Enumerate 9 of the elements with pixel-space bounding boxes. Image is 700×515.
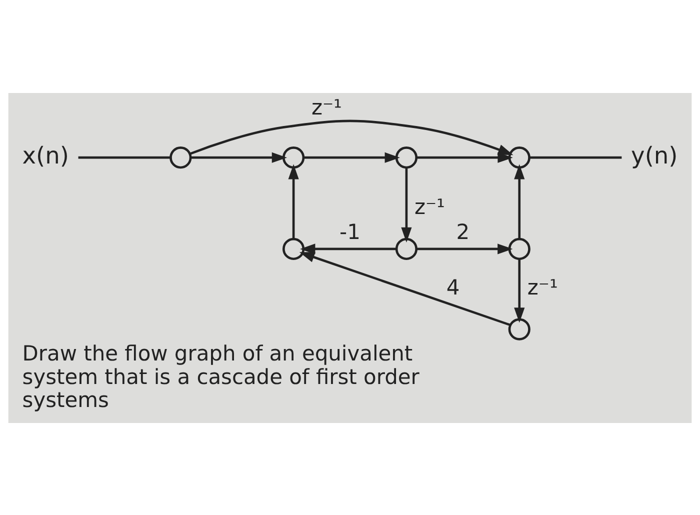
edge-label: z⁻¹ — [527, 274, 558, 299]
edge-label: z⁻¹ — [312, 94, 342, 119]
node-text: x(n) — [22, 142, 69, 169]
node-text: y(n) — [631, 142, 678, 169]
caption: Draw the flow graph of an equivalent system that is a cascade of first order systems — [22, 341, 420, 412]
edge-label: z⁻¹ — [414, 194, 445, 218]
edge-label: -1 — [340, 219, 360, 244]
edge-label: 4 — [446, 274, 460, 299]
edge-label: 2 — [456, 219, 470, 244]
